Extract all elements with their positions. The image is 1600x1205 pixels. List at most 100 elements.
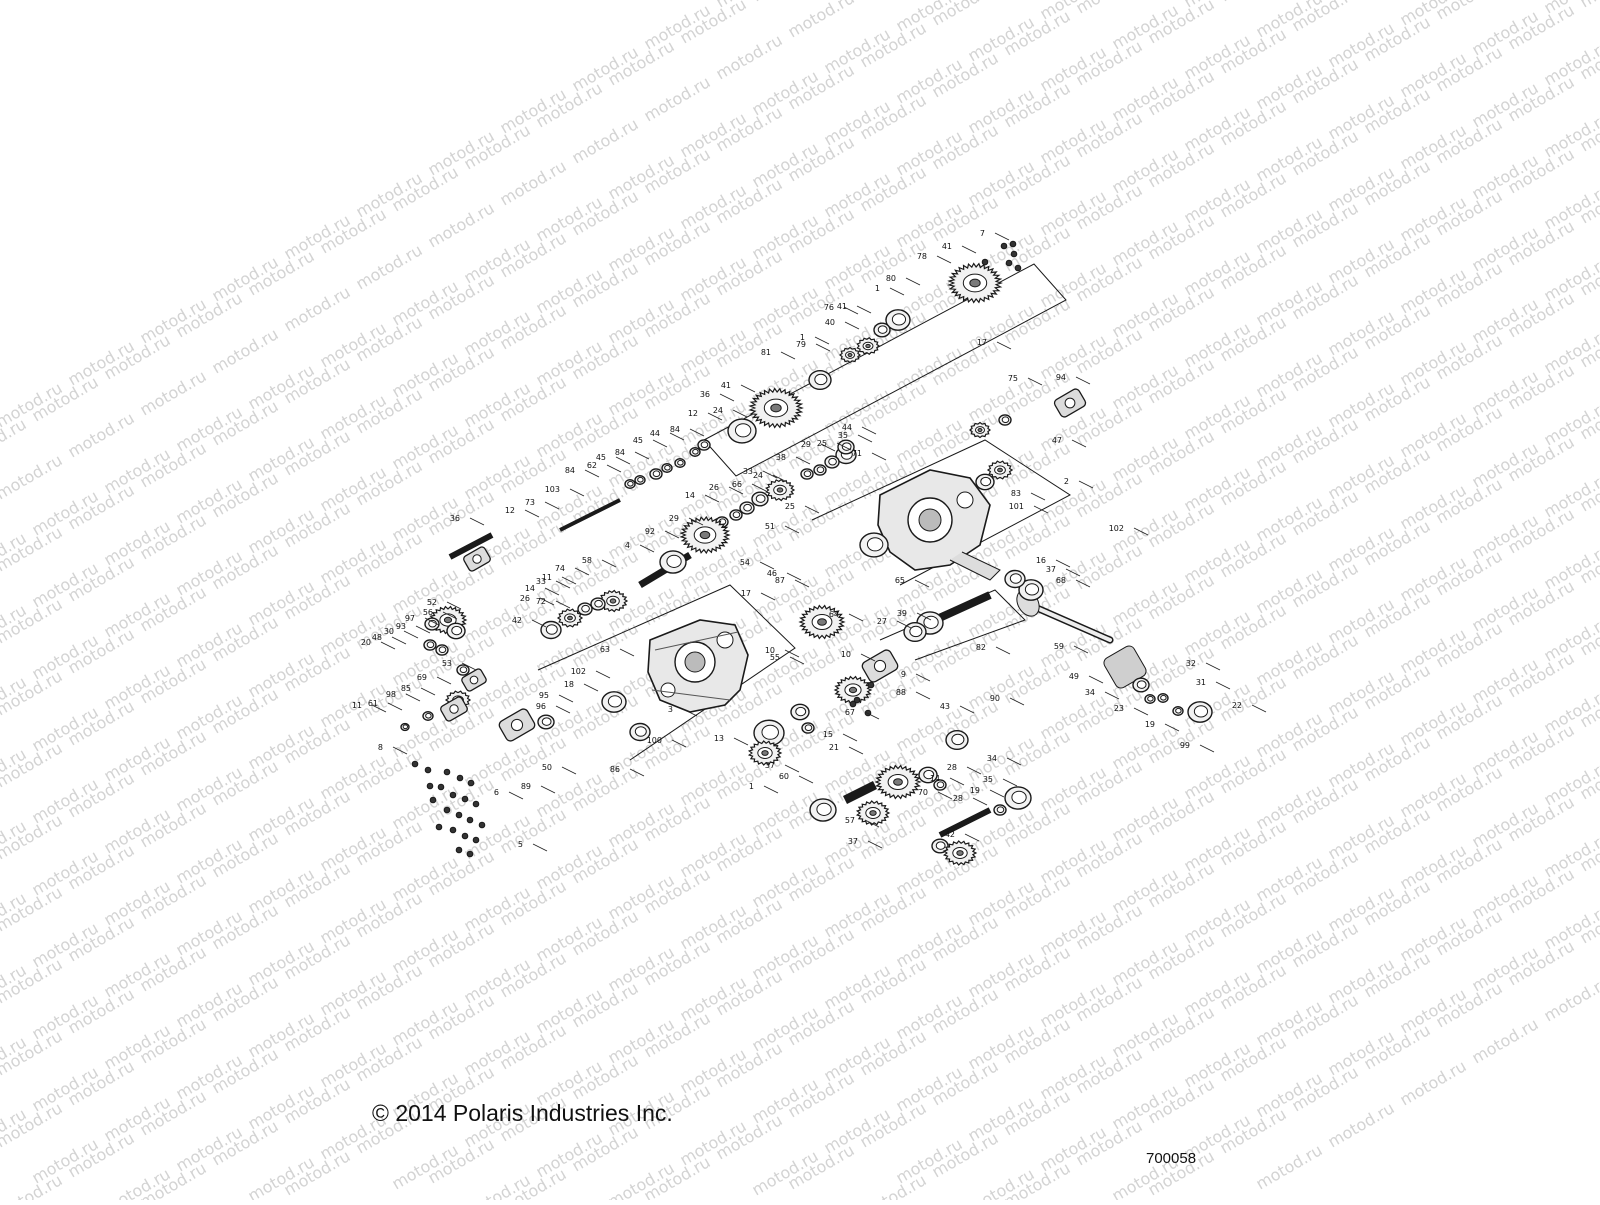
- bearing-washer-part: [802, 723, 814, 733]
- callout-number: 70: [918, 788, 928, 797]
- callout-number: 94: [1056, 373, 1066, 382]
- callout-number: 10: [765, 646, 775, 655]
- callout-number: 13: [714, 734, 724, 743]
- bolt-part: [868, 682, 874, 688]
- callout-leader-line: [562, 767, 576, 774]
- callout-leader-line: [937, 256, 951, 263]
- bolt-part: [467, 851, 473, 857]
- bearing-washer-part: [825, 456, 839, 468]
- bearing-washer-part: [690, 448, 700, 457]
- callout-leader-line: [857, 306, 871, 313]
- bolt-part: [450, 792, 456, 798]
- bolt-part: [982, 259, 988, 265]
- callout-leader-line: [720, 394, 734, 401]
- bearing-washer-part: [457, 665, 469, 675]
- bolt-part: [444, 769, 450, 775]
- callout-number: 14: [685, 491, 695, 500]
- callout-leader-line: [962, 246, 976, 253]
- callout-number: 103: [545, 485, 560, 494]
- callout-number: 4: [625, 541, 630, 550]
- watermark-text: motod.ru: [1433, 0, 1506, 23]
- callout-number: 28: [947, 763, 957, 772]
- bearing-washer-part: [814, 465, 826, 475]
- bolt-part: [1010, 241, 1016, 247]
- callout-number: 8: [378, 743, 383, 752]
- callout-number: 11: [352, 701, 362, 710]
- bolt-part: [1015, 265, 1021, 271]
- callout-number: 82: [976, 643, 986, 652]
- callout-leader-line: [973, 798, 987, 805]
- bearing-washer-part: [1145, 695, 1155, 704]
- watermark-text: motod.ru: [1541, 972, 1600, 1025]
- callout-number: 1: [749, 782, 754, 791]
- callout-number: 99: [1180, 741, 1190, 750]
- callout-number: 49: [1069, 672, 1079, 681]
- callout-number: 69: [417, 673, 427, 682]
- bolt-part: [473, 837, 479, 843]
- callout-number: 24: [713, 406, 723, 415]
- watermark-text: motod.ru: [857, 1170, 930, 1200]
- callout-number: 36: [700, 390, 710, 399]
- watermark-text: motod.ru: [209, 324, 282, 377]
- callout-number: 58: [582, 556, 592, 565]
- callout-number: 37: [765, 761, 775, 770]
- callout-number: 35: [983, 775, 993, 784]
- callout-number: 97: [405, 614, 415, 623]
- bearing-washer-part: [662, 464, 672, 473]
- watermark-text: motod.ru: [1469, 1014, 1542, 1067]
- callout-number: 34: [1085, 688, 1095, 697]
- callout-leader-line: [990, 790, 1004, 797]
- callout-number: 41: [837, 302, 847, 311]
- callout-number: 6: [494, 788, 499, 797]
- callout-number: 14: [525, 584, 535, 593]
- callout-leader-line: [906, 278, 920, 285]
- bearing-washer-part: [740, 502, 754, 514]
- watermark-text: motod.ru: [1145, 0, 1218, 47]
- bearing-washer-part: [602, 692, 626, 712]
- bolt-part: [438, 784, 444, 790]
- callout-number: 86: [610, 765, 620, 774]
- callout-number: 3: [668, 705, 673, 714]
- callout-number: 62: [587, 461, 597, 470]
- bearing-washer-part: [860, 533, 888, 557]
- callout-number: 9: [901, 670, 906, 679]
- callout-number: 27: [877, 617, 887, 626]
- callout-number: 92: [645, 527, 655, 536]
- callout-number: 61: [368, 699, 378, 708]
- bolt-part: [462, 833, 468, 839]
- callout-leader-line: [585, 470, 599, 477]
- callout-number: 84: [615, 448, 625, 457]
- callout-number: 80: [886, 274, 896, 283]
- callout-leader-line: [1003, 779, 1017, 786]
- housing-part: [861, 648, 900, 683]
- bolt-part: [456, 812, 462, 818]
- bearing-washer-part: [1133, 678, 1149, 692]
- callout-number: 12: [688, 409, 698, 418]
- callout-number: 45: [596, 453, 606, 462]
- callout-number: 7: [980, 229, 985, 238]
- bolt-part: [473, 801, 479, 807]
- callout-number: 102: [1109, 524, 1124, 533]
- callout-number: 32: [1186, 659, 1196, 668]
- bearing-washer-part: [698, 440, 710, 450]
- watermark-text: motod.ru: [1073, 0, 1146, 17]
- callout-number: 19: [970, 786, 980, 795]
- callout-number: 72: [536, 597, 546, 606]
- diagram-number: 700058: [1146, 1150, 1196, 1167]
- callout-number: 75: [1008, 374, 1018, 383]
- callout-leader-line: [404, 631, 418, 638]
- callout-number: 41: [942, 242, 952, 251]
- bearing-washer-part: [874, 323, 890, 337]
- bearing-washer-part: [810, 799, 836, 821]
- callout-number: 1: [800, 333, 805, 342]
- callout-number: 96: [536, 702, 546, 711]
- callout-number: 74: [555, 564, 565, 573]
- callout-leader-line: [916, 692, 930, 699]
- callout-leader-line: [1031, 493, 1045, 500]
- callout-number: 48: [372, 633, 382, 642]
- bearing-washer-part: [424, 640, 436, 650]
- callout-number: 25: [785, 502, 795, 511]
- watermark-text: motod.ru: [785, 0, 858, 41]
- bearing-washer-part: [675, 459, 685, 468]
